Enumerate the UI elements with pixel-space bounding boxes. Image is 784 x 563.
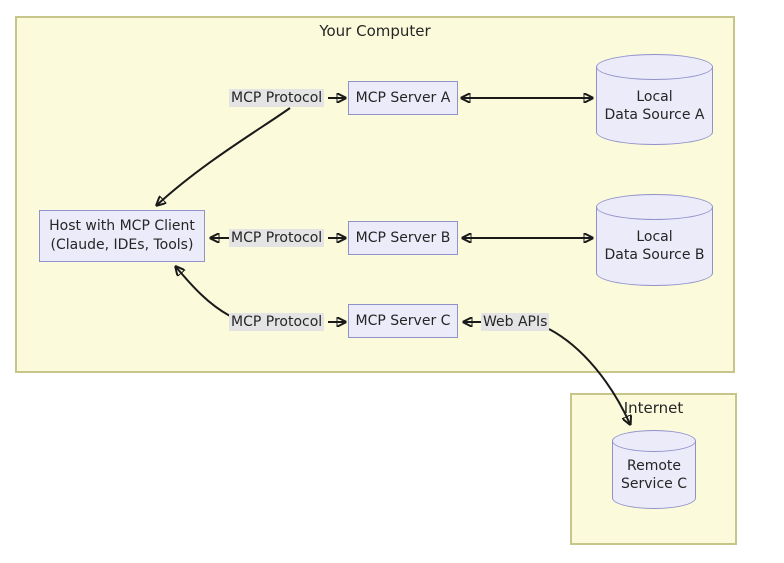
your-computer-title: Your Computer bbox=[319, 22, 431, 40]
mcp-server-a-label: MCP Server A bbox=[355, 89, 451, 106]
mcp-server-b-node: MCP Server B bbox=[348, 221, 458, 255]
mcp-server-b-label: MCP Server B bbox=[355, 229, 451, 246]
label-line2: Data Source B bbox=[604, 247, 705, 263]
cylinder-top-ellipse bbox=[612, 430, 696, 452]
label-line1: Local bbox=[636, 229, 673, 245]
local-data-source-a-cylinder: Local Data Source A bbox=[596, 54, 713, 145]
local-data-source-b-cylinder: Local Data Source B bbox=[596, 194, 713, 286]
local-data-source-a-label: Local Data Source A bbox=[596, 54, 713, 145]
mcp-server-a-node: MCP Server A bbox=[348, 81, 458, 115]
label-line2: Service C bbox=[621, 475, 687, 492]
cylinder-body bbox=[612, 441, 696, 509]
local-data-source-b-label: Local Data Source B bbox=[596, 194, 713, 286]
mcp-server-c-label: MCP Server C bbox=[355, 312, 451, 329]
label-line1: Remote bbox=[626, 457, 682, 474]
mcp-protocol-label-a: MCP Protocol bbox=[229, 89, 325, 107]
label-line1: Local bbox=[636, 88, 673, 105]
cylinder-top-ellipse bbox=[596, 54, 713, 80]
host-label-line2: (Claude, IDEs, Tools) bbox=[50, 237, 194, 253]
mcp-protocol-label-b: MCP Protocol bbox=[229, 229, 325, 247]
host-label-line1: Host with MCP Client bbox=[49, 218, 195, 234]
cylinder-body bbox=[596, 67, 713, 145]
remote-service-c-cylinder: Remote Service C bbox=[612, 430, 696, 509]
internet-title: Internet bbox=[623, 399, 684, 417]
web-apis-label: Web APIs bbox=[481, 313, 550, 331]
mcp-protocol-label-c: MCP Protocol bbox=[229, 313, 325, 331]
cylinder-body bbox=[596, 207, 713, 286]
mcp-server-c-node: MCP Server C bbox=[348, 304, 458, 338]
label-line2: Data Source A bbox=[604, 106, 705, 123]
host-node: Host with MCP Client (Claude, IDEs, Tool… bbox=[39, 210, 205, 262]
remote-service-c-label: Remote Service C bbox=[612, 430, 696, 509]
cylinder-top-ellipse bbox=[596, 194, 713, 220]
